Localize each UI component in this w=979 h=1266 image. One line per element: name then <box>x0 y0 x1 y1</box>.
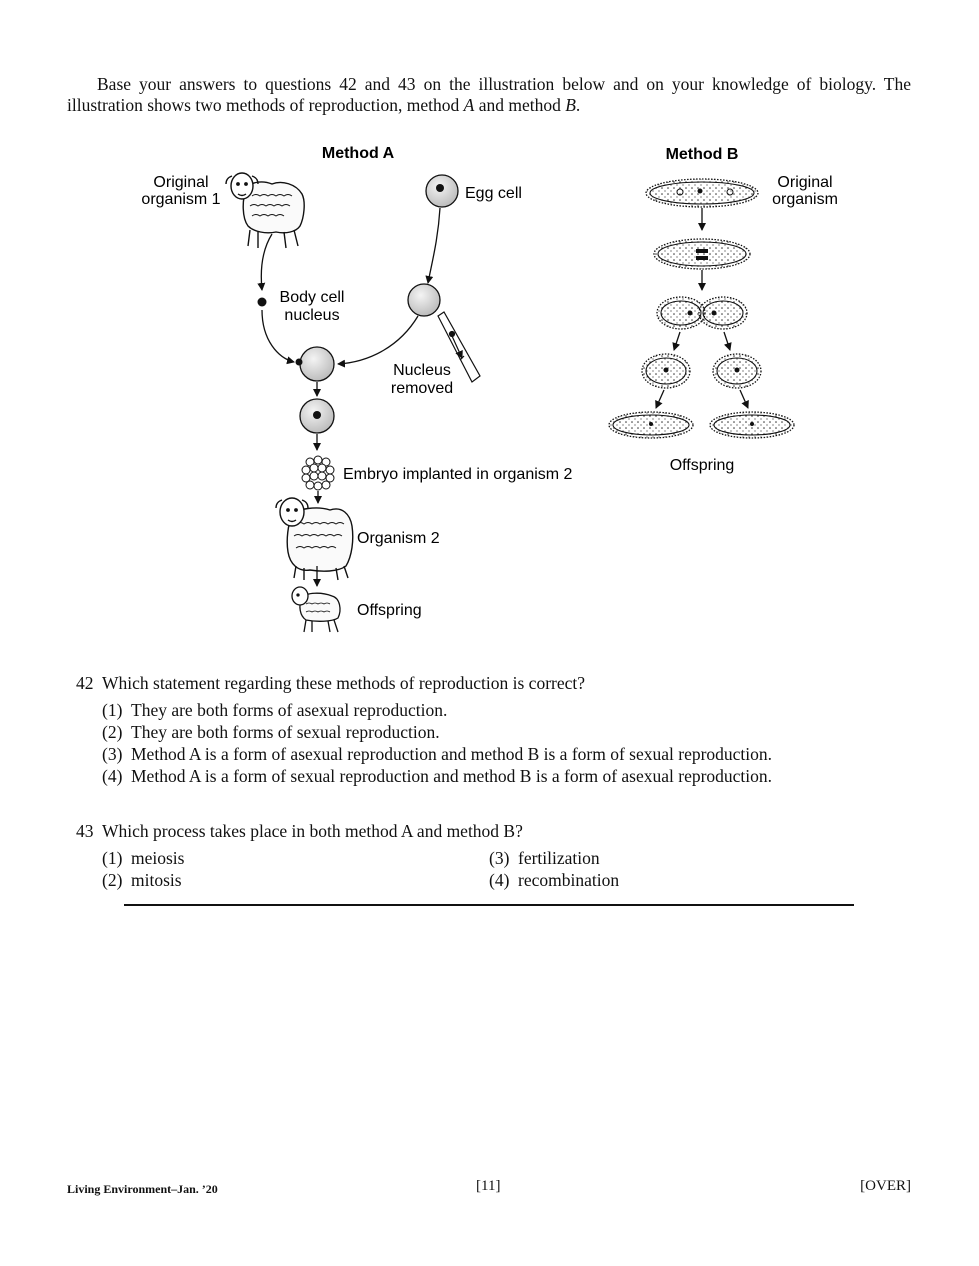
body-cell-nucleus-label-line2: nucleus <box>284 307 339 324</box>
option-number: (2) <box>102 722 123 742</box>
arrow-cell-to-combined <box>337 315 419 368</box>
arrow-sheep-to-nucleus <box>257 233 273 291</box>
body-cell-nucleus-label-line1: Body cell <box>280 289 345 306</box>
intro-method-b: B <box>565 95 576 115</box>
paramecium-offspring-left <box>608 411 694 439</box>
question-42-number: 42 <box>76 673 94 693</box>
question-42: 42 Which statement regarding these method… <box>76 672 585 694</box>
inserted-nucleus-dot <box>295 358 303 366</box>
option-text: mitosis <box>131 870 182 890</box>
intro-method-a: A <box>463 95 475 115</box>
paramecium-original <box>645 178 759 208</box>
fused-cell <box>299 346 335 382</box>
option-number: (4) <box>102 766 123 786</box>
option-text: They are both forms of sexual reproducti… <box>131 722 440 742</box>
option-text: Method A is a form of sexual reproductio… <box>131 766 773 786</box>
pipette-icon <box>437 311 481 383</box>
original-organism-1-label-line2: organism 1 <box>141 191 220 208</box>
sheep-icon <box>275 497 354 581</box>
sheep-icon <box>225 172 305 249</box>
method-b-offspring-label: Offspring <box>670 457 735 474</box>
intro-text-2: and method <box>474 95 566 115</box>
footer-over: [OVER] <box>860 1178 911 1194</box>
option-text: They are both forms of asexual reproduct… <box>131 700 448 720</box>
option-number: (3) <box>489 848 510 868</box>
method-a-offspring-label: Offspring <box>357 602 422 619</box>
nucleus-removed-label-line2: removed <box>391 380 453 397</box>
original-organism-1-label-line1: Original <box>153 174 208 191</box>
intro-text-3: . <box>575 95 581 115</box>
paramecium-dividing-1 <box>653 238 751 270</box>
arrow-nucleus-to-cell <box>261 309 295 365</box>
option-number: (1) <box>102 848 123 868</box>
q42-option-2[interactable]: (2) They are both forms of sexual reprodu… <box>102 721 440 743</box>
intro-text-1: Base your answers to questions 42 and 43… <box>67 74 911 115</box>
option-text: Method A is a form of asexual reproducti… <box>131 744 773 764</box>
option-number: (3) <box>102 744 123 764</box>
arrow-b-3-right <box>723 331 732 351</box>
q43-option-1[interactable]: (1) meiosis <box>102 847 184 869</box>
q42-option-3[interactable]: (3) Method A is a form of asexual reprodu… <box>102 743 772 765</box>
lamb-icon <box>291 586 341 633</box>
question-43: 43 Which process takes place in both meth… <box>76 820 523 842</box>
arrow-b-3-left <box>672 331 681 351</box>
paramecium-daughter-left <box>641 353 691 389</box>
method-b-title: Method B <box>666 146 739 163</box>
reproduction-illustration: Method A Original organism 1 Egg cell Nu… <box>141 145 838 633</box>
option-number: (4) <box>489 870 510 890</box>
body-cell-nucleus-dot <box>257 297 267 307</box>
embryo-label: Embryo implanted in organism 2 <box>343 466 573 483</box>
paramecium-dividing-2 <box>656 296 748 330</box>
option-number: (1) <box>102 700 123 720</box>
paramecium-offspring-right <box>709 411 795 439</box>
q43-option-3[interactable]: (3) fertilization <box>489 847 600 869</box>
egg-nucleus <box>436 184 444 192</box>
option-text: fertilization <box>518 848 600 868</box>
q42-option-4[interactable]: (4) Method A is a form of sexual reproduc… <box>102 765 772 787</box>
method-a-title: Method A <box>322 145 395 162</box>
zygote-nucleus <box>313 411 321 419</box>
q42-option-1[interactable]: (1) They are both forms of asexual reprod… <box>102 699 447 721</box>
footer-exam-title: Living Environment–Jan. ’20 <box>67 1182 218 1196</box>
organism-2-label: Organism 2 <box>357 530 440 547</box>
arrow-b-4-left <box>655 389 665 409</box>
egg-cell-label: Egg cell <box>465 185 522 202</box>
q43-option-4[interactable]: (4) recombination <box>489 869 619 891</box>
embryo-icon <box>301 455 335 491</box>
option-text: meiosis <box>131 848 185 868</box>
question-42-stem: Which statement regarding these methods … <box>102 673 586 693</box>
arrow-egg-to-cell <box>425 207 441 284</box>
option-text: recombination <box>518 870 620 890</box>
paramecium-daughter-right <box>712 353 762 389</box>
question-43-number: 43 <box>76 821 94 841</box>
intro-paragraph: Base your answers to questions 42 and 43… <box>67 74 911 116</box>
section-divider <box>124 904 854 906</box>
method-b-original-label-line1: Original <box>777 174 832 191</box>
arrow-b-4-right <box>739 389 749 409</box>
footer-page-number: [11] <box>476 1178 501 1194</box>
question-43-stem: Which process takes place in both method… <box>102 821 523 841</box>
nucleus-removed-label-line1: Nucleus <box>393 362 451 379</box>
q43-option-2[interactable]: (2) mitosis <box>102 869 182 891</box>
method-b-original-label-line2: organism <box>772 191 838 208</box>
enucleated-egg-cell <box>407 283 441 317</box>
option-number: (2) <box>102 870 123 890</box>
